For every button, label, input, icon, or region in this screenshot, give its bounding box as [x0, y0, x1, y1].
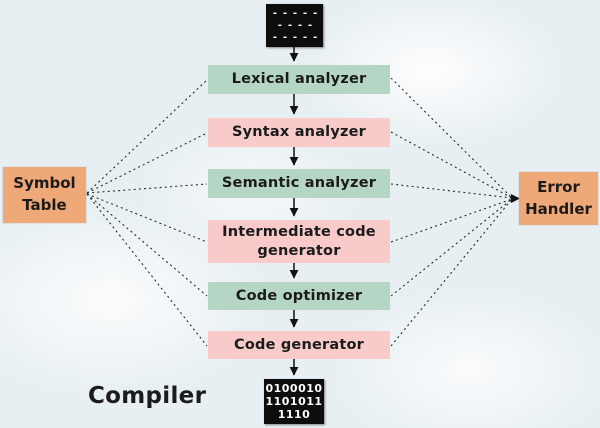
dotted-symbol-table-to-syntax [86, 132, 208, 194]
phase-label: Syntax analyzer [231, 124, 367, 141]
phase-label: Lexical analyzer [231, 71, 367, 88]
dotted-semantic-to-error-handler [390, 183, 513, 199]
error-handler-label: Error Handler [525, 177, 592, 218]
phase-intermediate-code-generator: Intermediate code generator [208, 220, 390, 263]
symbol-table-box: Symbol Table [3, 167, 86, 223]
dotted-intermediate-to-error-handler [390, 198, 513, 243]
phase-label: Intermediate code generator [222, 224, 376, 259]
phase-label: Code generator [233, 336, 364, 353]
phase-label: Code optimizer [235, 287, 363, 304]
phase-code-generator: Code generator [208, 331, 390, 359]
dotted-symbol-table-to-semantic [86, 183, 208, 194]
phase-label: Semantic analyzer [221, 175, 377, 192]
dotted-generator-to-error-handler [390, 198, 513, 347]
dotted-symbol-table-to-generator [86, 193, 208, 347]
dotted-symbol-table-to-intermediate [86, 193, 208, 243]
phase-code-optimizer: Code optimizer [208, 282, 390, 310]
diagram-caption: Compiler [88, 383, 207, 409]
dotted-lexical-to-error-handler [390, 77, 513, 199]
dotted-symbol-table-to-lexical [86, 79, 208, 194]
symbol-table-label: Symbol Table [13, 174, 76, 214]
dotted-optimizer-to-error-handler [390, 198, 513, 297]
phase-syntax-analyzer: Syntax analyzer [208, 118, 390, 147]
machine-code-line: 1101011 [265, 395, 323, 408]
machine-code-line: 1110 [277, 408, 311, 421]
error-handler-box: Error Handler [519, 172, 598, 225]
dotted-syntax-to-error-handler [390, 131, 513, 199]
phase-lexical-analyzer: Lexical analyzer [208, 65, 390, 94]
machine-code-box: 0100010 1101011 1110 [264, 379, 324, 424]
source-code-line: - - - - - [271, 7, 318, 19]
dotted-symbol-table-to-optimizer [86, 193, 208, 297]
source-code-line: - - - - - [271, 31, 318, 43]
source-code-line: - - - - [276, 19, 313, 31]
arrowhead-into-error-handler [511, 194, 520, 203]
machine-code-line: 0100010 [265, 382, 323, 395]
source-code-box: - - - - - - - - - - - - - - [266, 4, 323, 47]
phase-semantic-analyzer: Semantic analyzer [208, 169, 390, 198]
